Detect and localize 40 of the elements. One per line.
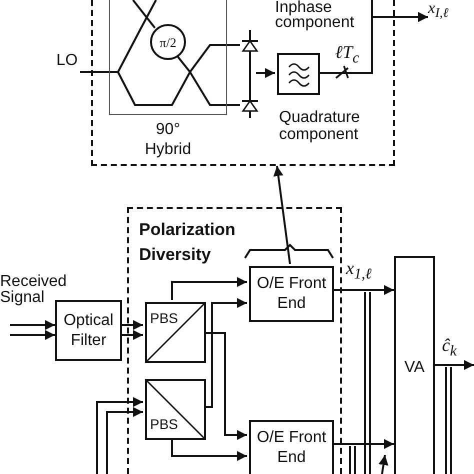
arrow bbox=[106, 407, 143, 474]
dashed-box bbox=[91, 0, 395, 166]
node-label: Polarization Diversity bbox=[139, 219, 236, 266]
node-label: PBS bbox=[150, 310, 180, 327]
arrow bbox=[204, 298, 247, 408]
dashed-box bbox=[127, 207, 342, 474]
text-label: Quadrature component bbox=[279, 109, 361, 143]
node-label: Optical Filter bbox=[62, 310, 114, 350]
arrow bbox=[10, 320, 55, 330]
arrow bbox=[122, 320, 143, 330]
text-label: Inphase component bbox=[275, 0, 356, 30]
node-label: PBS bbox=[150, 416, 180, 433]
arrow bbox=[332, 285, 394, 295]
arrow bbox=[332, 439, 394, 449]
arrow bbox=[273, 166, 291, 264]
arrow bbox=[122, 330, 143, 340]
process-box bbox=[55, 300, 122, 361]
node-label: LO bbox=[55, 52, 79, 69]
node-label: VA bbox=[403, 359, 426, 376]
math-label: ĉ$_{k}$ bbox=[442, 337, 458, 360]
arrow bbox=[371, 0, 428, 22]
process-box bbox=[249, 420, 334, 474]
node-label: O/E Front End bbox=[256, 428, 328, 468]
arrow bbox=[435, 360, 474, 370]
phase-shifter-circle bbox=[150, 24, 186, 60]
math-label: ℓT$_{c}$ bbox=[335, 44, 360, 67]
arrow bbox=[256, 68, 275, 78]
node-label: π/2 bbox=[158, 34, 178, 51]
arrow bbox=[171, 277, 247, 300]
node-label: 90° Hybrid bbox=[144, 120, 192, 160]
math-label: x$_{1,ℓ}$ bbox=[346, 260, 372, 283]
arrow bbox=[96, 397, 143, 474]
math-label: x$_{I,ℓ}$ bbox=[428, 0, 450, 22]
process-box bbox=[394, 256, 435, 474]
arrow bbox=[171, 438, 247, 461]
arrow bbox=[204, 332, 247, 440]
arrow bbox=[10, 330, 55, 340]
process-box bbox=[249, 266, 334, 322]
text-label: Received Signal bbox=[0, 274, 68, 306]
node-label: O/E Front End bbox=[256, 274, 328, 314]
